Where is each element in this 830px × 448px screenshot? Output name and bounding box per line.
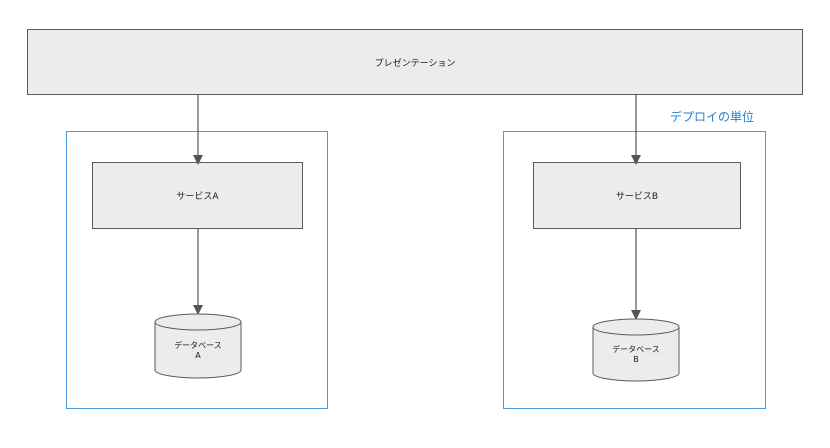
database-b-label-line1: データベース: [612, 345, 660, 354]
database-a-label: データベース A: [158, 341, 238, 361]
presentation-box: プレゼンテーション: [27, 29, 803, 95]
database-a-label-line1: データベース: [174, 341, 222, 350]
deployment-unit-b-boundary: [503, 131, 766, 409]
service-b-box: サービスB: [533, 162, 741, 229]
database-a-cylinder: [154, 313, 242, 379]
service-b-label: サービスB: [615, 192, 659, 202]
database-b-cylinder: [592, 318, 680, 382]
database-b-label-line2: B: [633, 355, 639, 364]
service-a-label: サービスA: [176, 192, 219, 202]
service-a-box: サービスA: [92, 162, 303, 229]
presentation-label: プレゼンテーション: [374, 58, 456, 69]
database-a-label-line2: A: [195, 351, 201, 360]
deployment-unit-a-boundary: [66, 131, 328, 409]
deployment-unit-label: デプロイの単位: [670, 110, 755, 124]
database-b-label: データベース B: [596, 345, 676, 365]
